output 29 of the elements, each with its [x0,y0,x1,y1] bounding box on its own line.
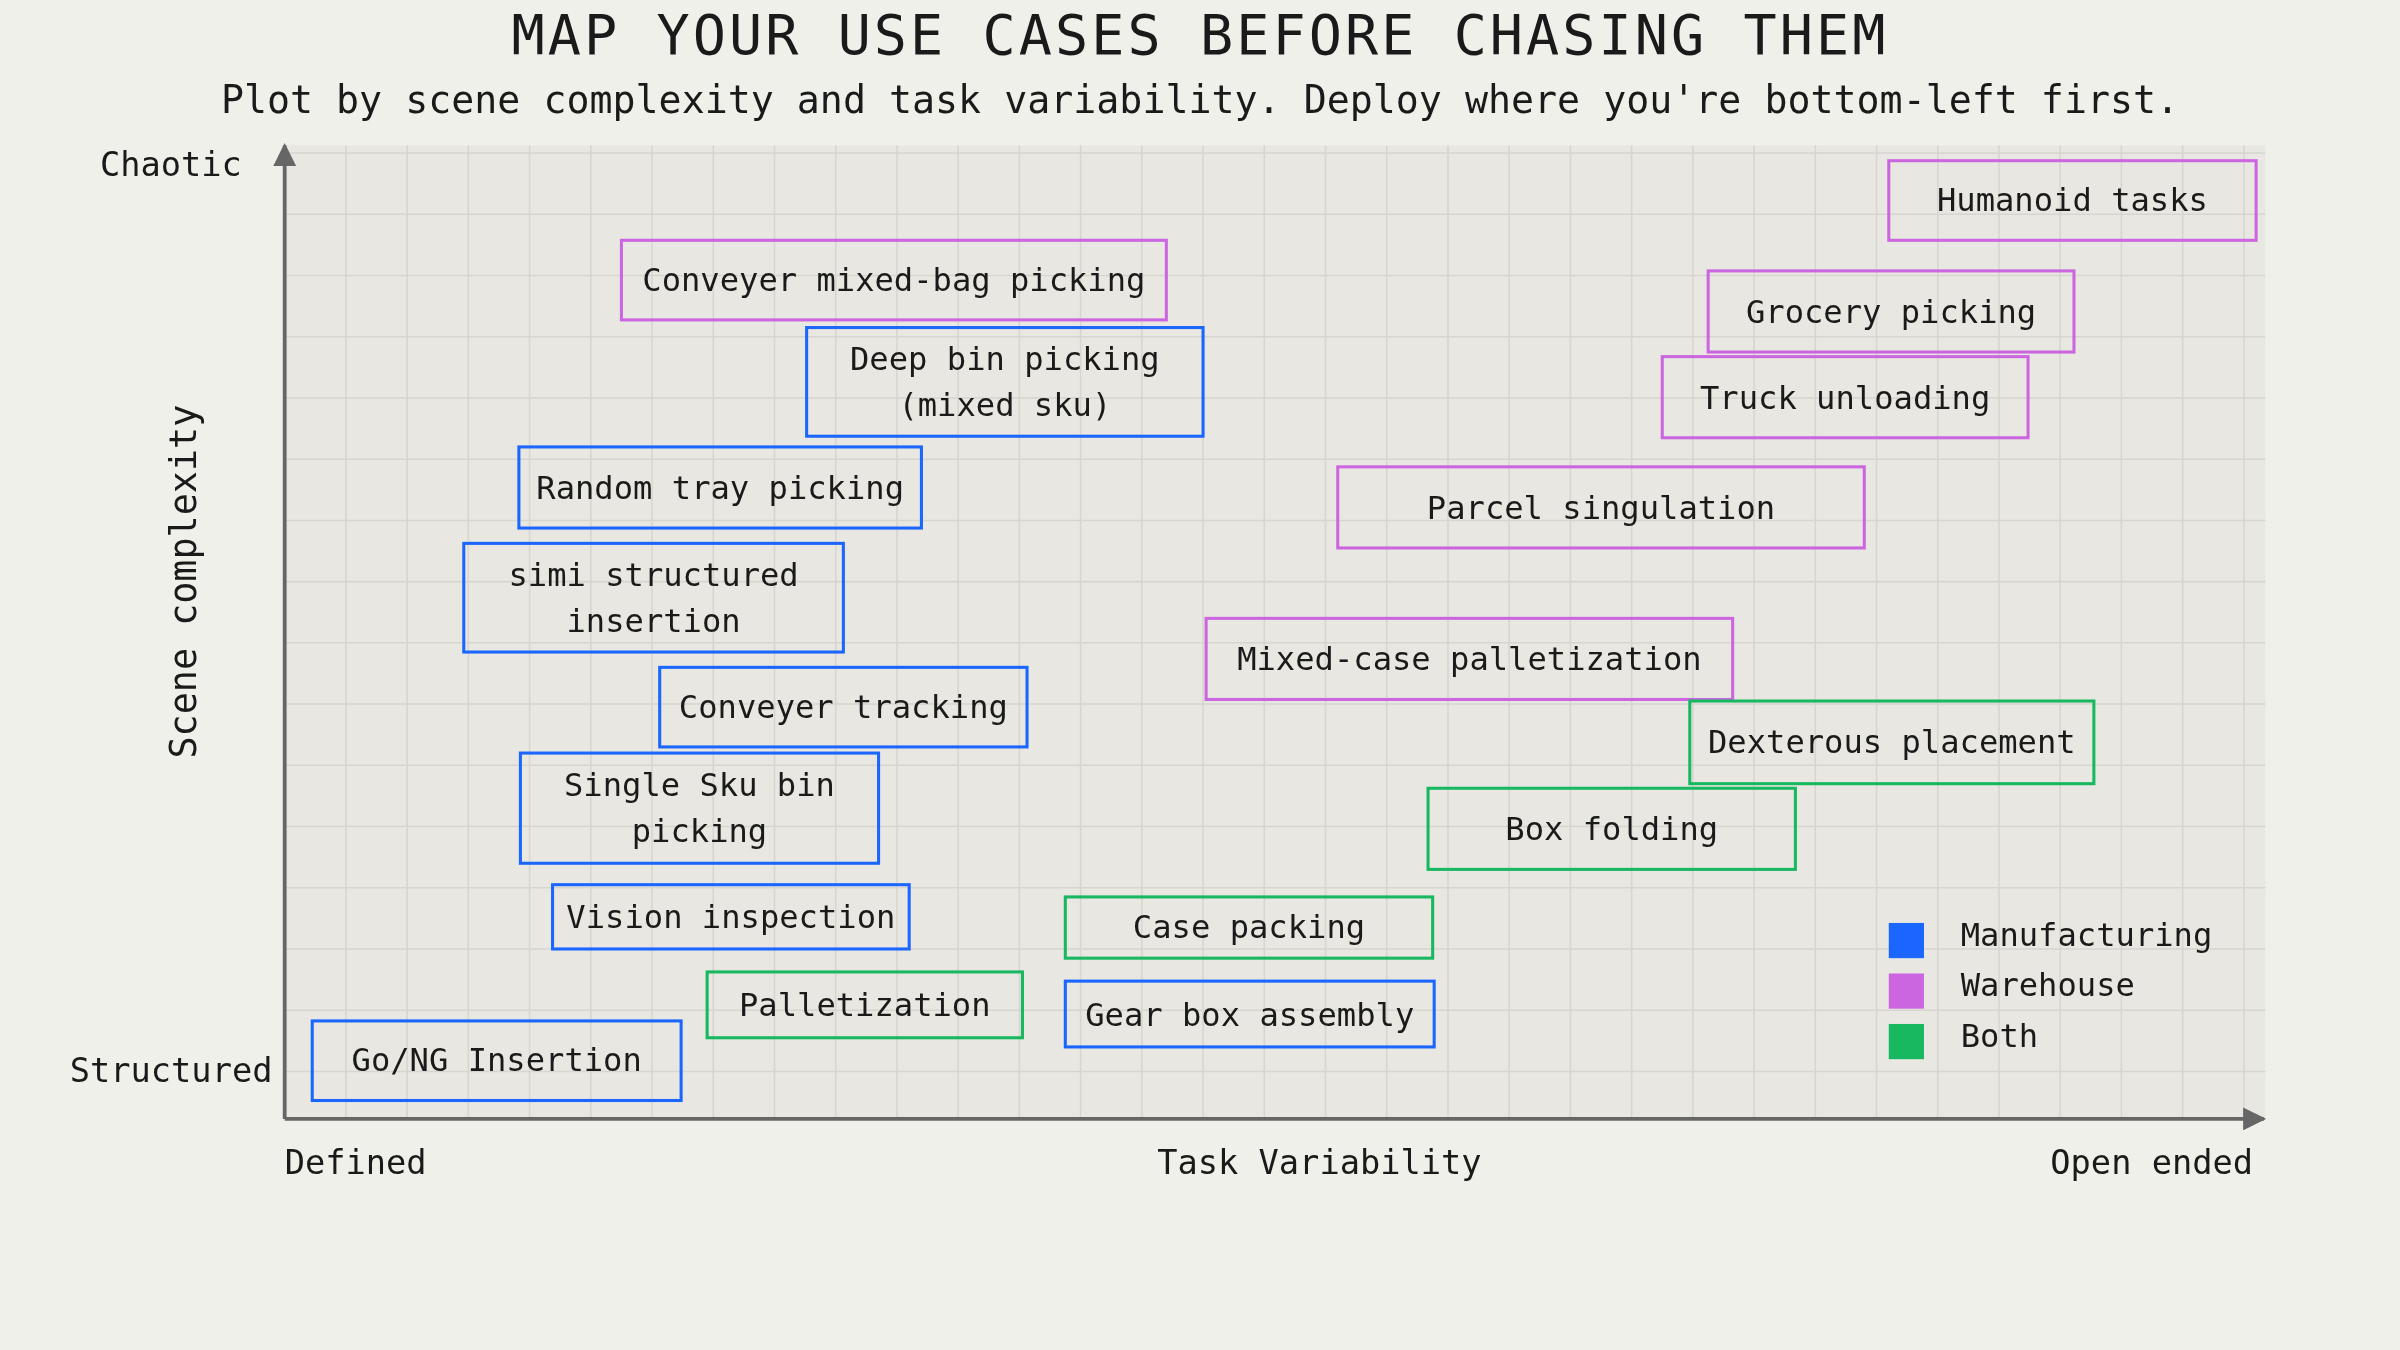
use-case-box: Box folding [1426,786,1797,871]
subtitle: Plot by scene complexity and task variability. Deploy where you're bottom-left first. [219,77,2181,125]
use-case-box: Mixed-case palletization [1204,616,1735,701]
title: MAP YOUR USE CASES BEFORE CHASING THEM [510,2,1890,68]
axis-end-label: Open ended [2050,1143,2254,1182]
use-case-box: Random tray picking [517,445,923,530]
use-case-box: Dexterous placement [1688,699,2096,786]
axis-title: Scene complexity [162,404,206,759]
use-case-box: Humanoid tasks [1887,159,2258,242]
axis-title: Task Variability [1157,1143,1482,1182]
axis-end-label: Defined [284,1143,427,1182]
use-case-box: Grocery picking [1706,269,2076,354]
use-case-box: Vision inspection [551,883,911,951]
use-case-box: Single Sku bin picking [518,751,881,865]
use-case-box: Truck unloading [1660,355,2030,440]
use-case-box: Gear box assembly [1063,979,1436,1049]
use-case-box: Conveyer tracking [658,665,1029,749]
use-case-box: Go/NG Insertion [310,1019,683,1103]
use-case-box: simi structured insertion [462,541,845,654]
use-case-box: Conveyer mixed-bag picking [619,238,1168,322]
axis-end-label: Structured [69,1051,273,1090]
use-case-box: Parcel singulation [1336,465,1866,550]
legend-label: Manufacturing [1960,916,2213,954]
axis-end-label: Chaotic [99,145,242,184]
use-case-box: Case packing [1063,895,1435,960]
use-case-box: Palletization [705,970,1024,1040]
legend-label: Both [1960,1017,2039,1055]
legend-label: Warehouse [1960,967,2135,1005]
use-case-box: Deep bin picking (mixed sku) [805,326,1205,438]
